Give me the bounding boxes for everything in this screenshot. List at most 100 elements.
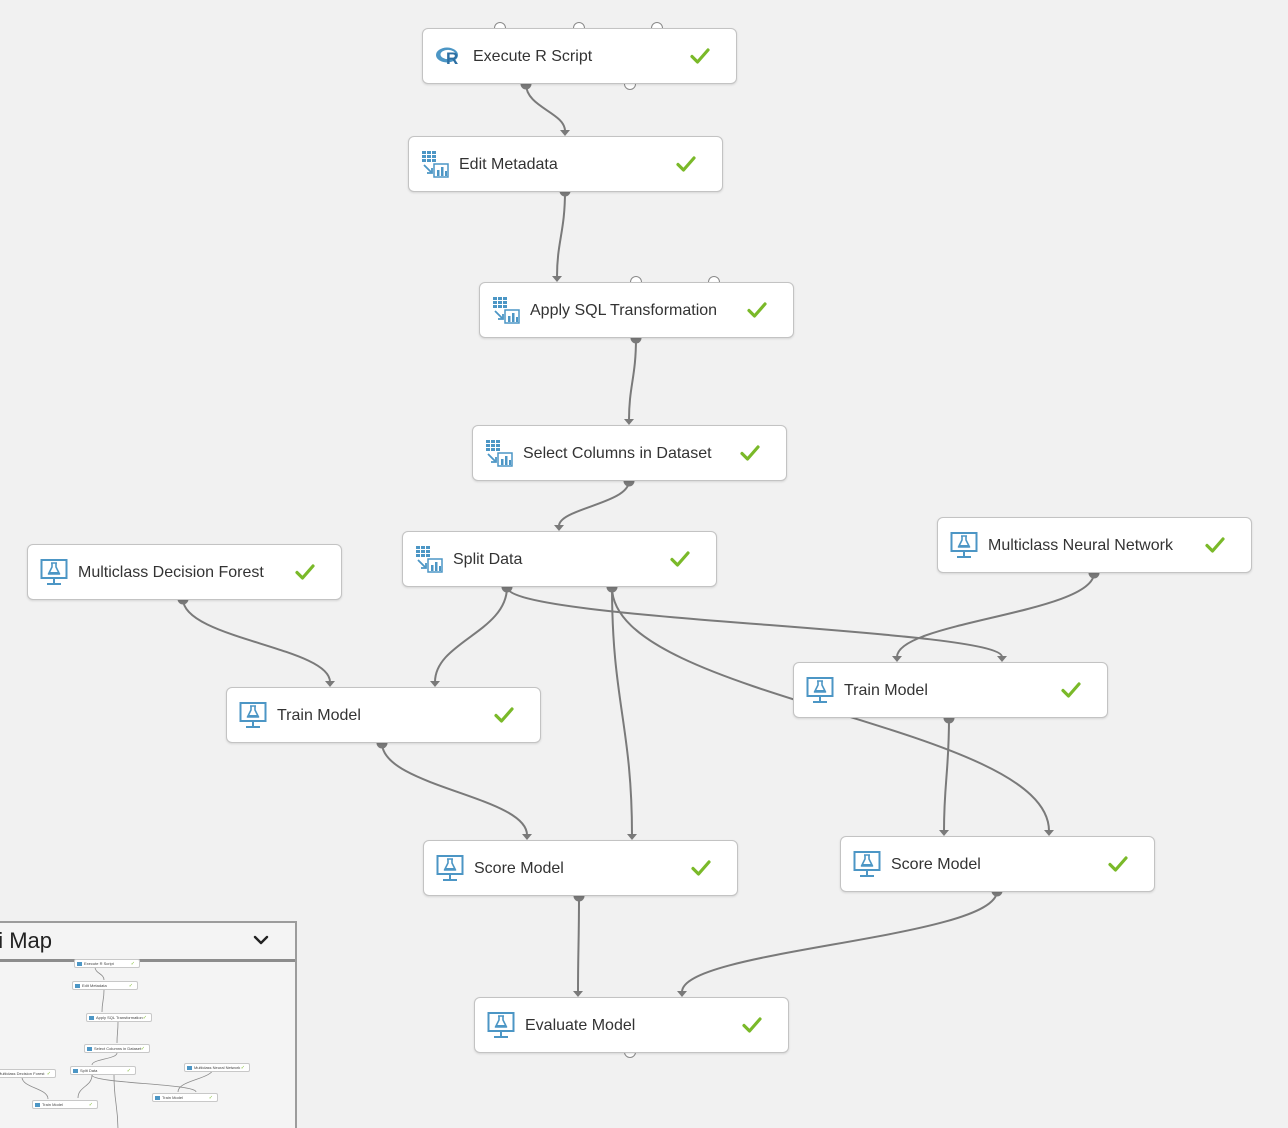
status-check-icon xyxy=(691,859,711,877)
mini-map-node: Train Model ✓ xyxy=(32,1100,98,1109)
mini-map-node: Execute R Script ✓ xyxy=(74,959,140,968)
r-logo-icon: R xyxy=(435,42,463,70)
status-check-icon xyxy=(1108,855,1128,873)
mini-map-node: Multiclass Decision Forest✓ xyxy=(0,1069,56,1078)
module-train-model-1[interactable]: Train Model xyxy=(226,687,541,743)
mini-map-node: Train Model✓ xyxy=(152,1093,218,1102)
mini-check-icon: ✓ xyxy=(128,983,133,989)
module-split-data[interactable]: Split Data xyxy=(402,531,717,587)
connection-line[interactable] xyxy=(381,742,528,836)
input-port-arrow xyxy=(624,419,634,425)
module-apply-sql-transformation[interactable]: Apply SQL Transformation xyxy=(479,282,794,338)
svg-text:R: R xyxy=(446,49,458,68)
mini-node-label: Split Data xyxy=(80,1068,98,1073)
data-transform-icon xyxy=(485,439,513,467)
input-port-arrow xyxy=(522,834,532,840)
mini-check-icon: ✓ xyxy=(88,1102,93,1108)
connection-line[interactable] xyxy=(611,586,633,836)
mini-connection-line xyxy=(101,989,105,1013)
module-score-model-2[interactable]: Score Model xyxy=(840,836,1155,892)
mini-check-icon: ✓ xyxy=(130,961,135,967)
mini-check-icon: ✓ xyxy=(208,1095,213,1101)
connection-line[interactable] xyxy=(506,586,1003,658)
status-check-icon xyxy=(690,47,710,65)
module-label: Score Model xyxy=(474,860,564,877)
mini-check-icon: ✓ xyxy=(126,1068,131,1074)
status-check-icon xyxy=(740,444,760,462)
mini-node-icon xyxy=(35,1103,40,1107)
mini-map-node: Select Columns in Dataset✓ xyxy=(84,1044,150,1053)
connection-line[interactable] xyxy=(681,890,998,993)
connection-line[interactable] xyxy=(628,337,637,421)
connection-line[interactable] xyxy=(943,717,950,832)
mini-connection-line xyxy=(116,1021,119,1044)
module-select-columns-in-dataset[interactable]: Select Columns in Dataset xyxy=(472,425,787,481)
mini-map-panel[interactable]: ni Map Execute R Script✓Edit Metadata✓Ap… xyxy=(0,921,297,1128)
input-port-arrow xyxy=(554,525,564,531)
module-label: Select Columns in Dataset xyxy=(523,445,712,462)
mini-check-icon: ✓ xyxy=(142,1015,147,1021)
mini-connection-line xyxy=(91,1052,118,1066)
connection-line[interactable] xyxy=(558,480,630,527)
mini-node-label: Train Model xyxy=(42,1102,63,1107)
input-port-arrow xyxy=(997,656,1007,662)
module-label: Train Model xyxy=(277,707,361,724)
mini-node-icon xyxy=(73,1069,78,1073)
module-score-model-1[interactable]: Score Model xyxy=(423,840,738,896)
mini-map-viewport[interactable]: Execute R Script✓Edit Metadata✓Apply SQL… xyxy=(0,959,295,1128)
input-port-arrow xyxy=(430,681,440,687)
mini-node-label: Multiclass Decision Forest xyxy=(0,1071,45,1076)
chevron-down-icon[interactable] xyxy=(253,932,269,948)
mini-map-header: ni Map xyxy=(0,923,295,962)
mini-map-connections xyxy=(21,966,215,1128)
mini-node-label: Select Columns in Dataset xyxy=(94,1046,142,1051)
connection-line[interactable] xyxy=(896,572,1095,658)
mini-check-icon: ✓ xyxy=(46,1071,51,1077)
status-check-icon xyxy=(494,706,514,724)
mini-node-icon xyxy=(187,1066,192,1070)
ml-flask-icon xyxy=(40,558,68,586)
input-port-arrow xyxy=(627,834,637,840)
status-check-icon xyxy=(676,155,696,173)
mini-node-icon xyxy=(89,1016,94,1020)
mini-node-icon xyxy=(155,1096,160,1100)
mini-connection-line xyxy=(113,1074,119,1128)
connection-line[interactable] xyxy=(434,586,508,683)
connection-line[interactable] xyxy=(182,598,331,683)
mini-node-label: Apply SQL Transformation xyxy=(96,1015,143,1020)
status-check-icon xyxy=(295,563,315,581)
module-label: Train Model xyxy=(844,682,928,699)
mini-node-label: Multiclass Neural Network xyxy=(194,1065,241,1070)
ml-flask-icon xyxy=(487,1011,515,1039)
mini-map-node: Split Data ✓ xyxy=(70,1066,136,1075)
input-port-arrow xyxy=(677,991,687,997)
input-port-arrow xyxy=(573,991,583,997)
mini-map-title: ni Map xyxy=(0,928,53,953)
data-transform-icon xyxy=(415,545,443,573)
module-label: Multiclass Neural Network xyxy=(988,537,1173,554)
module-multiclass-neural-network[interactable]: Multiclass Neural Network xyxy=(937,517,1252,573)
status-check-icon xyxy=(1061,681,1081,699)
status-check-icon xyxy=(1205,536,1225,554)
mini-node-label: Execute R Script xyxy=(84,961,114,966)
mini-node-icon xyxy=(77,962,82,966)
connection-line[interactable] xyxy=(577,895,580,993)
mini-map-node: Multiclass Neural Network✓ xyxy=(184,1063,250,1072)
module-label: Split Data xyxy=(453,551,523,568)
module-edit-metadata[interactable]: Edit Metadata xyxy=(408,136,723,192)
input-port-arrow xyxy=(560,130,570,136)
module-evaluate-model[interactable]: Evaluate Model xyxy=(474,997,789,1053)
ml-flask-icon xyxy=(950,531,978,559)
mini-node-icon xyxy=(87,1047,92,1051)
status-check-icon xyxy=(742,1016,762,1034)
module-multiclass-decision-forest[interactable]: Multiclass Decision Forest xyxy=(27,544,342,600)
connection-line[interactable] xyxy=(556,190,566,278)
data-transform-icon xyxy=(492,296,520,324)
connection-line[interactable] xyxy=(525,83,566,132)
module-train-model-2[interactable]: Train Model xyxy=(793,662,1108,718)
module-label: Score Model xyxy=(891,856,981,873)
input-port-arrow xyxy=(892,656,902,662)
module-label: Apply SQL Transformation xyxy=(530,302,718,319)
